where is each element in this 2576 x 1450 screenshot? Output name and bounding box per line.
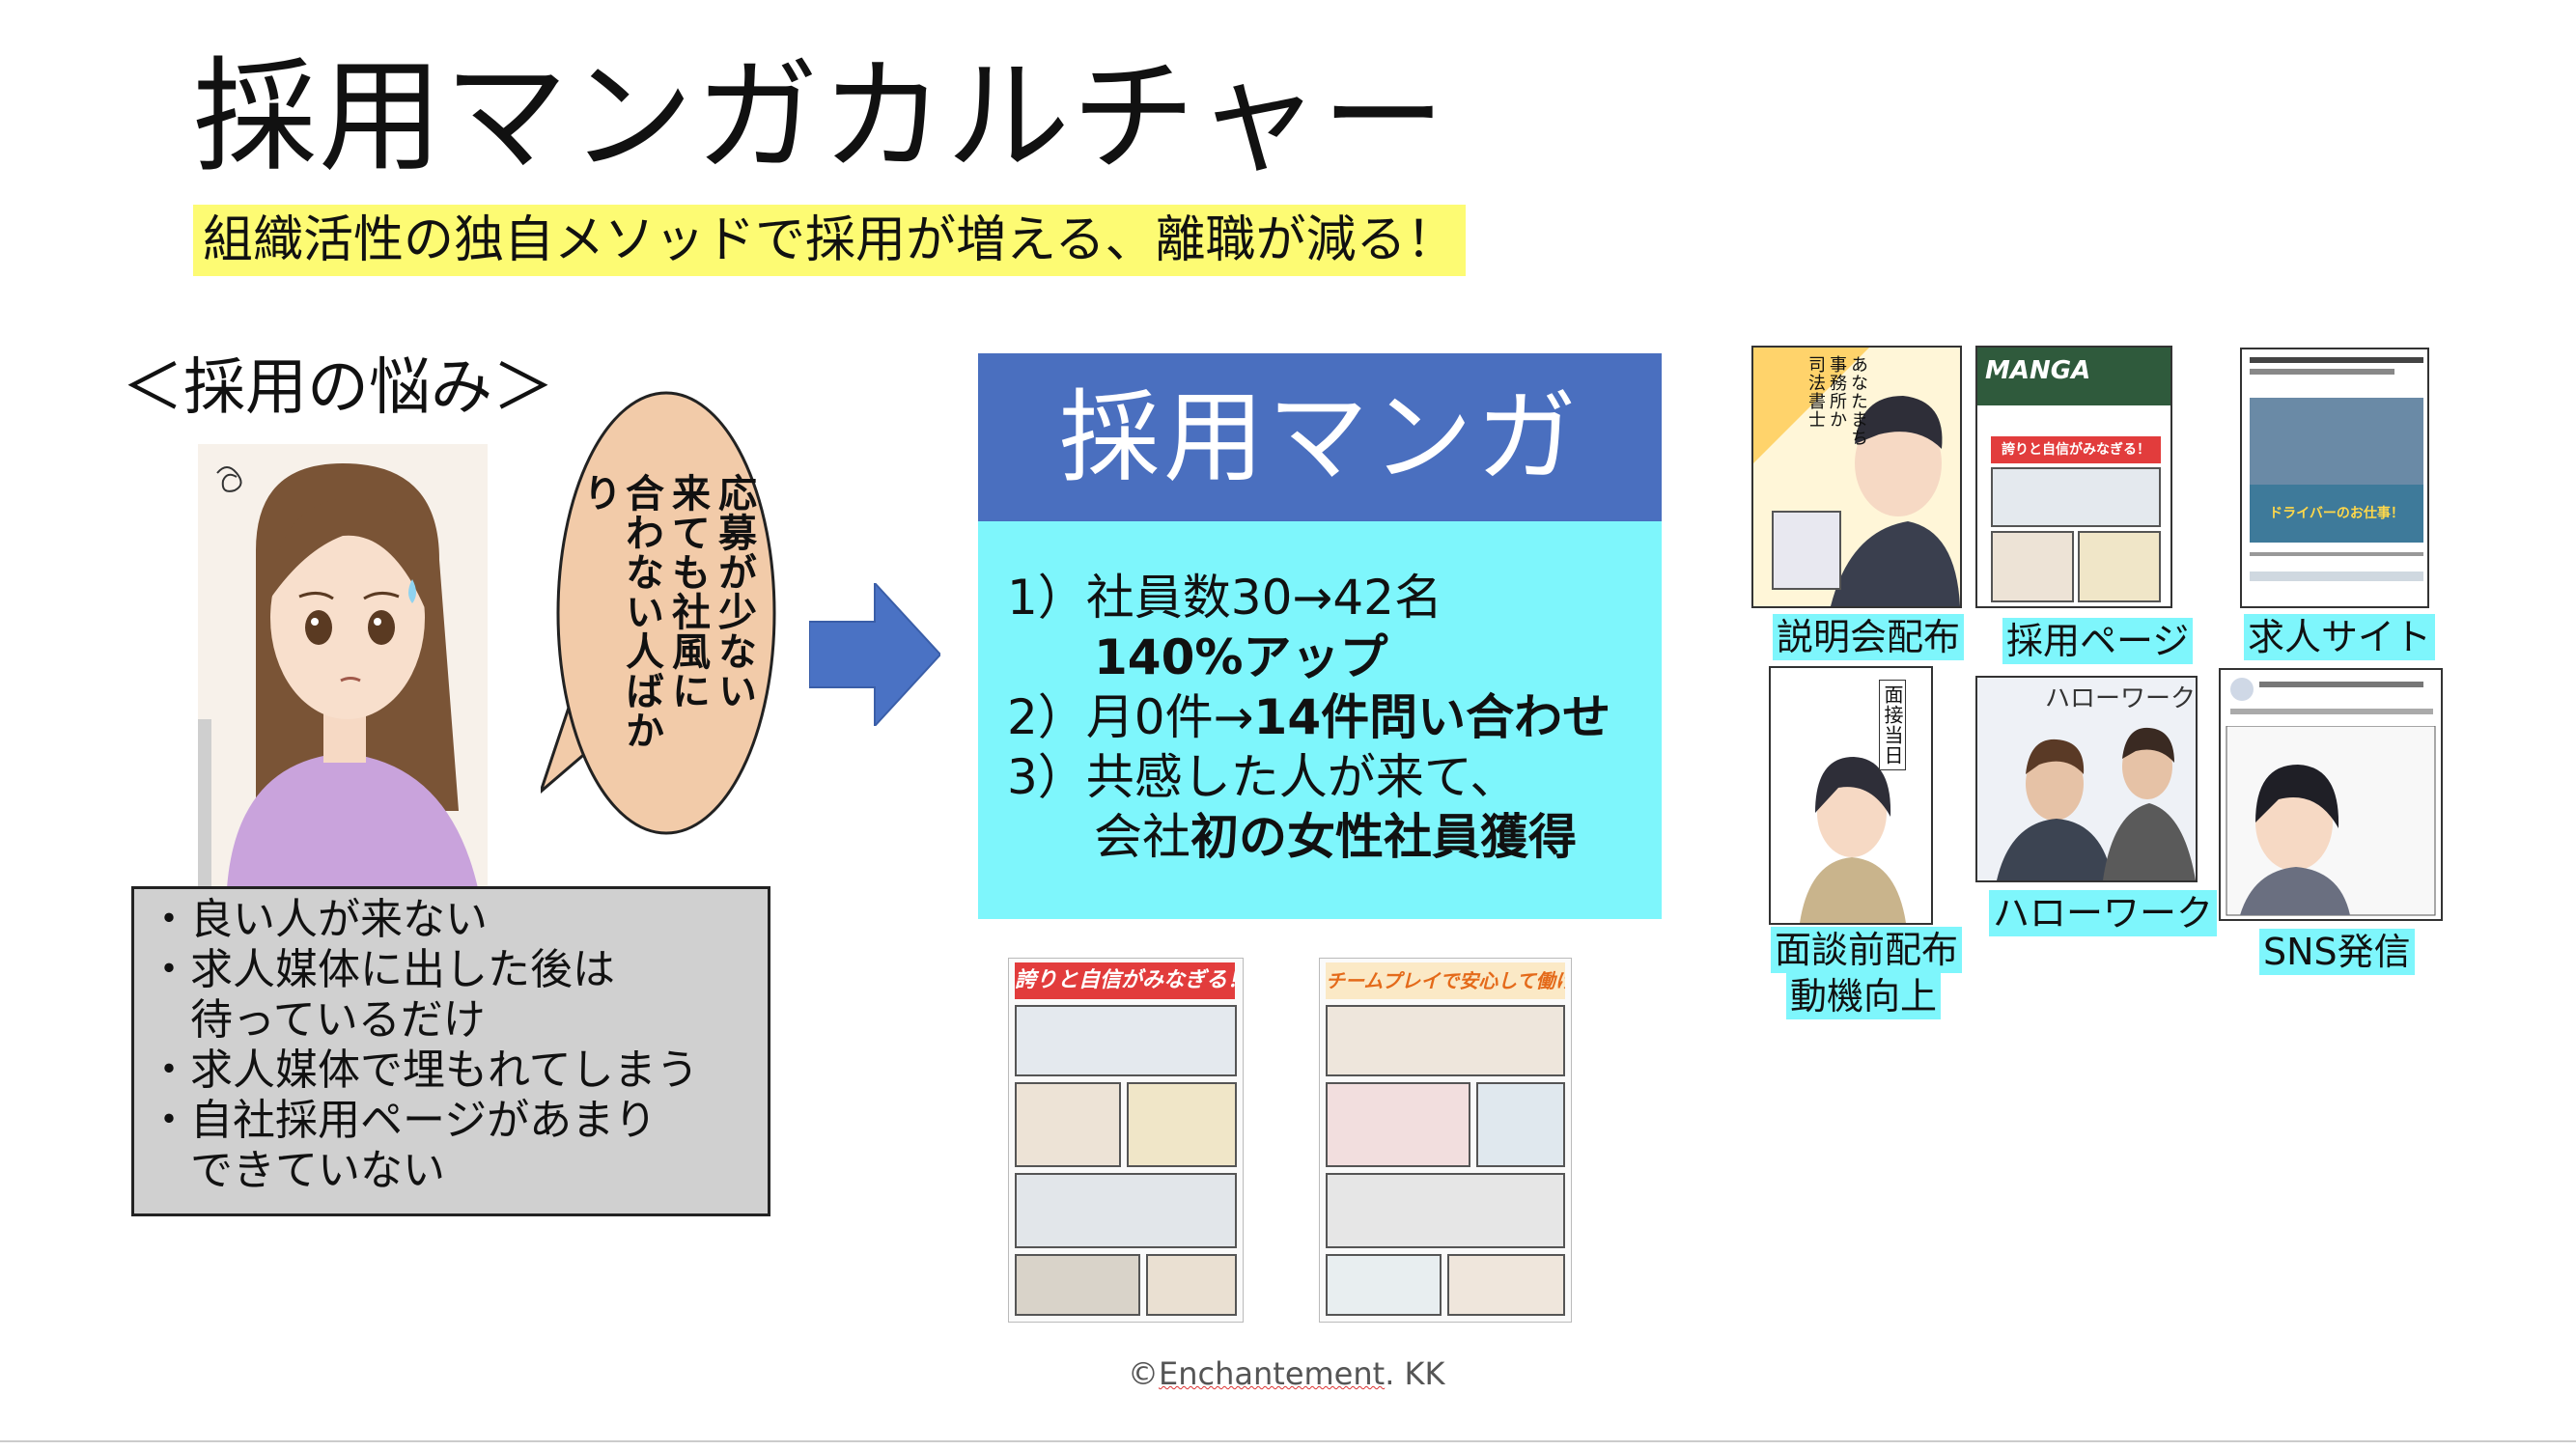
result-3-detail: 会社初の女性社員獲得 (1094, 809, 1577, 865)
thumb-4-sign: 面接当日 (1879, 680, 1906, 770)
result-2: 2）月0件→14件問い合わせ (1007, 689, 1611, 745)
thumb-5-sign: ハローワーク (2045, 684, 2197, 713)
worried-woman-illustration (198, 444, 488, 888)
bubble-line-1: 応募が少ない (712, 473, 756, 711)
sample-1-banner: 誇りと自信がみなぎる！ (1015, 962, 1235, 999)
caption-interview-line2: 動機向上 (1786, 973, 1942, 1019)
thumb-sns (2219, 668, 2443, 921)
worry-item: ・良い人が来ない (148, 895, 488, 944)
caption-sns: SNS発信 (2259, 929, 2415, 975)
manga-sample-1: 誇りと自信がみなぎる！ (1008, 958, 1244, 1323)
slide-subtitle: 組織活性の独自メソッドで採用が増える、離職が減る！ (193, 205, 1467, 276)
bubble-line-2: 来ても社風に (665, 473, 710, 711)
worries-heading: ＜採用の悩み＞ (122, 352, 554, 424)
thumb-hello-work: ハローワーク (1975, 676, 2198, 882)
thumb-1-speech: あなたまち 事務所か 司法書士 (1806, 355, 1868, 447)
caption-recruit-page: 採用ページ (2002, 618, 2194, 664)
caption-interview-line1: 面談前配布 (1771, 927, 1963, 973)
manga-sample-2: チームプレイで安心して働ける！ (1319, 958, 1572, 1323)
thumb-2-header: MANGA (1977, 348, 2170, 405)
speech-bubble (541, 391, 776, 835)
worry-item: できていない (148, 1146, 445, 1195)
thumb-recruit-page: MANGA 誇りと自信がみなぎる！ (1975, 346, 2172, 608)
caption-hello-work: ハローワーク (1989, 890, 2218, 936)
manga-results: 1）社員数30→42名 140%アップ 2）月0件→14件問い合わせ 3）共感し… (978, 521, 1662, 919)
right-arrow-icon (809, 583, 940, 726)
worry-item: ・自社採用ページがあまり (148, 1096, 658, 1145)
result-3: 3）共感した人が来て、 (1007, 749, 1519, 805)
bubble-line-3: 合わない人ばかり (576, 473, 663, 750)
copyright: ©Enchantement. KK (1128, 1355, 1445, 1392)
result-1: 1）社員数30→42名 (1007, 570, 1442, 626)
manga-heading: 採用マンガ (978, 353, 1662, 521)
speech-bubble-text: 応募が少ない 来ても社風に 合わない人ばかり (576, 473, 756, 782)
thumb-job-site: ドライバーのお仕事！ (2240, 348, 2429, 608)
worries-list: ・良い人が来ない ・求人媒体に出した後は 待っているだけ ・求人媒体で埋もれてし… (131, 886, 770, 1216)
caption-briefing: 説明会配布 (1773, 614, 1965, 660)
thumb-2-banner: 誇りと自信がみなぎる！ (1991, 436, 2161, 463)
worry-item: ・求人媒体に出した後は (148, 945, 615, 994)
worry-item: ・求人媒体で埋もれてしまう (148, 1046, 699, 1095)
thumb-3-banner: ドライバーのお仕事！ (2250, 485, 2423, 543)
caption-job-site: 求人サイト (2244, 614, 2436, 660)
thumb-briefing: あなたまち 事務所か 司法書士 (1751, 346, 1962, 608)
sample-2-banner: チームプレイで安心して働ける！ (1326, 962, 1565, 999)
worry-item: 待っているだけ (148, 995, 486, 1045)
thumb-interview: 面接当日 (1769, 666, 1933, 925)
slide-bottom-edge (0, 1440, 2576, 1442)
result-1-highlight: 140%アップ (1094, 629, 1388, 685)
slide-title: 採用マンガカルチャー (193, 45, 1447, 189)
